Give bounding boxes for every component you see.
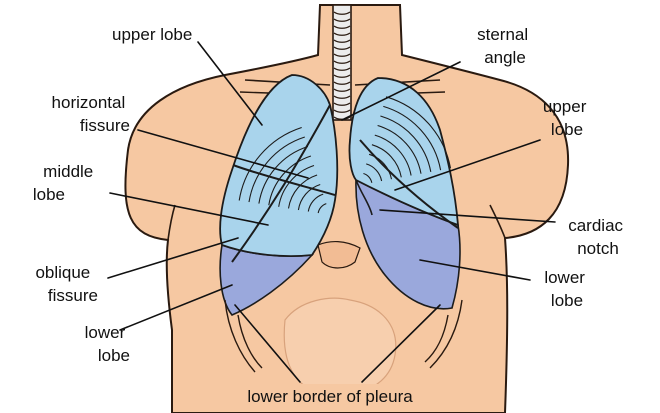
label-lower-lobe-left: lower lobe: [85, 323, 130, 365]
label-sternal-angle: sternal angle: [477, 25, 533, 67]
label-oblique-fissure: oblique fissure: [35, 263, 98, 305]
label-middle-lobe: middle lobe: [33, 162, 98, 204]
label-upper-lobe-left: upper lobe: [112, 25, 192, 44]
label-cardiac-notch: cardiac notch: [568, 216, 628, 258]
label-lower-lobe-right: lower lobe: [544, 268, 589, 310]
abdomen-outline: [284, 298, 396, 395]
label-horizontal-fissure: horizontal fissure: [52, 93, 130, 135]
trachea: [333, 5, 351, 120]
label-lower-border-of-pleura: lower border of pleura: [247, 387, 413, 406]
